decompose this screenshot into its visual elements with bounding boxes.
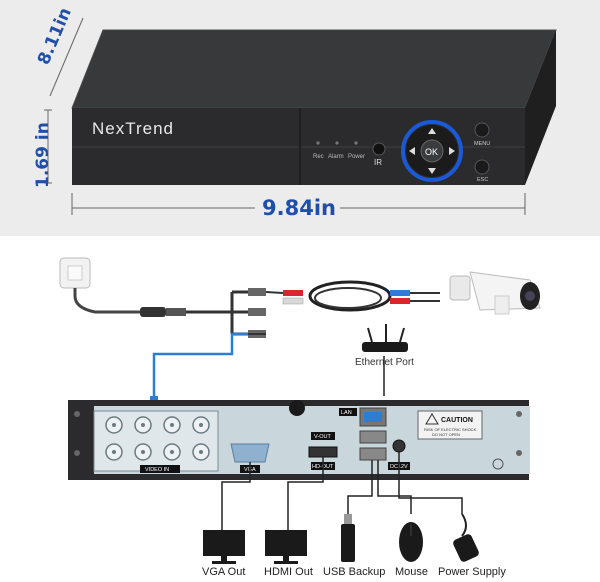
- led-power-label: Power: [348, 154, 365, 160]
- lan-label: LAN: [341, 410, 352, 416]
- peripheral-cables: [221, 452, 463, 530]
- nav-pad-ring: [401, 120, 463, 182]
- ok-button[interactable]: [420, 139, 444, 163]
- hdmi-port: [308, 446, 338, 458]
- arrow-up-icon[interactable]: [428, 128, 436, 134]
- video-in-label: VIDEO IN: [145, 467, 169, 473]
- v-out-label: V-OUT: [314, 434, 331, 440]
- dvr-top-face: [72, 30, 556, 108]
- ir-label: IR: [374, 158, 382, 167]
- power-supply-icon: [453, 513, 479, 562]
- arrow-left-icon[interactable]: [409, 147, 415, 155]
- arrow-right-icon[interactable]: [449, 147, 455, 155]
- caution-sticker: [417, 410, 483, 440]
- fan-icon: [289, 400, 305, 416]
- caption-hdmi-out: HDMI Out: [264, 566, 313, 578]
- brand-logo: NexTrend: [92, 119, 174, 138]
- ethernet-port-label: Ethernet Port: [355, 357, 414, 368]
- ir-receiver: [372, 142, 386, 156]
- vga-port: [230, 443, 270, 463]
- dimension-lines: [44, 17, 526, 215]
- dc-port: [392, 439, 406, 453]
- caution-text-1: RISK OF ELECTRIC SHOCK: [424, 427, 477, 432]
- menu-label: MENU: [474, 141, 490, 147]
- esc-button[interactable]: [474, 159, 490, 175]
- esc-label: ESC: [477, 177, 488, 183]
- caption-vga-out: VGA Out: [202, 566, 246, 578]
- mouse-icon: [399, 522, 423, 562]
- menu-button[interactable]: [474, 122, 490, 138]
- height-dimension-label: 1.69 in: [33, 122, 53, 188]
- arrow-down-icon[interactable]: [428, 168, 436, 174]
- caution-title: CAUTION: [441, 417, 473, 424]
- vga-monitor-icon: [203, 530, 245, 564]
- hdmi-monitor-icon: [265, 530, 307, 564]
- ok-label: OK: [425, 147, 438, 157]
- usb-port-1: [359, 430, 387, 444]
- bullet-camera-icon: [449, 271, 541, 315]
- caution-text-2: DO NOT OPEN: [432, 432, 460, 437]
- connection-diagram: VIDEO IN VGA V-OUT HD-OUT LAN DC12V CAUT…: [59, 257, 541, 564]
- usb-port-2: [359, 447, 387, 461]
- width-dimension-label: 9.84in: [262, 196, 336, 220]
- ground-icon: [492, 458, 504, 470]
- caption-mouse: Mouse: [395, 566, 429, 578]
- caption-power-supply: Power Supply: [438, 566, 506, 578]
- cable-coil: [308, 280, 392, 312]
- video-cable: [152, 332, 248, 402]
- led-alarm-label: Alarm: [328, 154, 344, 160]
- dvr-front-view: NexTrend Rec Alarm Power IR OK MENU ESC: [44, 17, 557, 215]
- led-rec-label: Rec: [313, 154, 324, 160]
- router-icon: [362, 324, 408, 352]
- usb-stick-icon: [341, 514, 355, 562]
- caption-usb-backup: USB Backup: [323, 566, 386, 578]
